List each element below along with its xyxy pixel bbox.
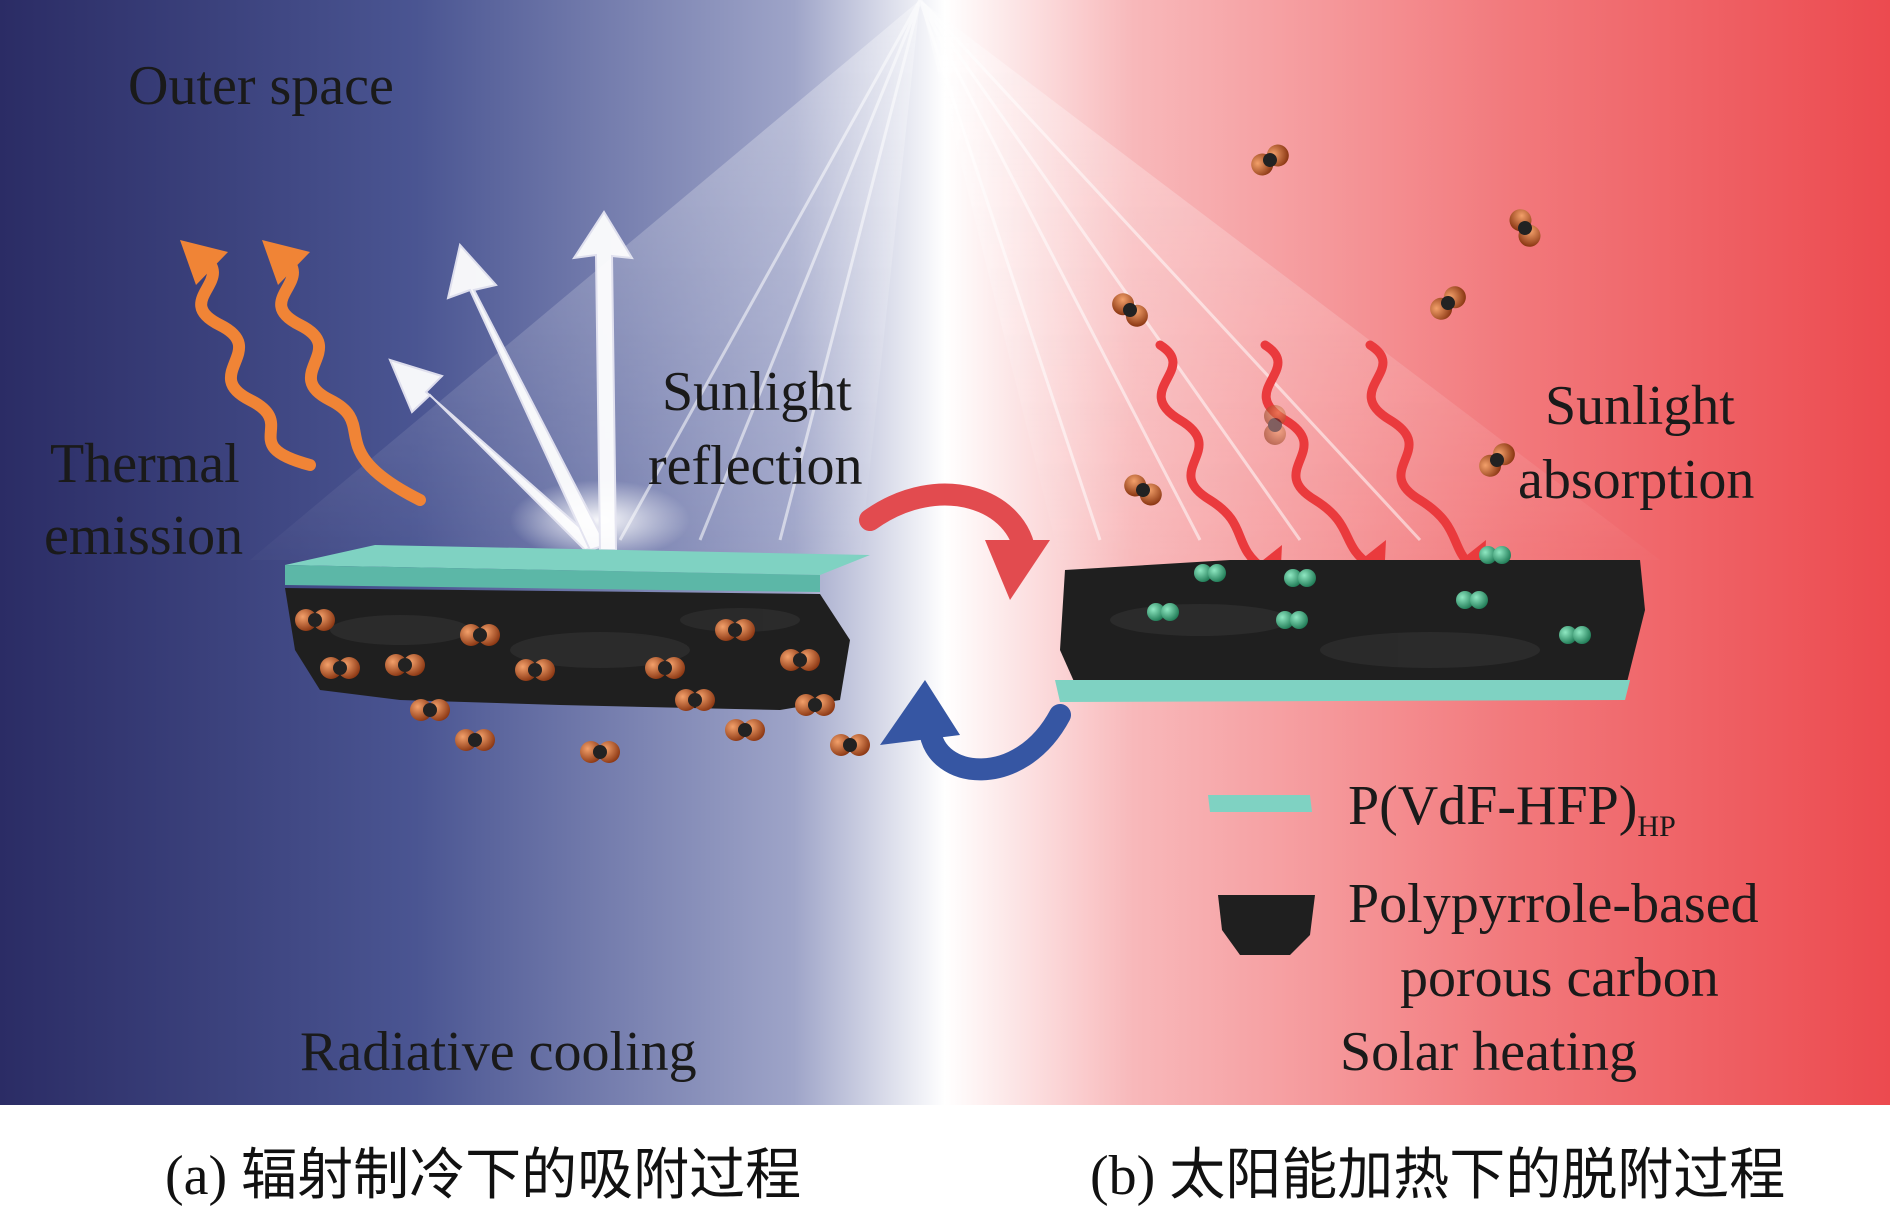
legend-film-icon [1208, 795, 1312, 812]
sunlight-absorption-label-1: Sunlight [1545, 375, 1735, 437]
legend-film-label: P(VdF-HFP)HP [1348, 775, 1676, 843]
caption-b: (b) 太阳能加热下的脱附过程 [1090, 1145, 1786, 1207]
thermal-emission-label-2: emission [44, 505, 244, 567]
sun-beams [250, 0, 1660, 560]
right-film [1055, 680, 1630, 702]
diagram-figure [0, 0, 1890, 1105]
cycle-blue-arrow [880, 680, 1071, 781]
thermal-emission-arrows [180, 240, 426, 506]
legend-carbon-label-1: Polypyrrole-based [1348, 873, 1759, 935]
solar-heating-label: Solar heating [1340, 1021, 1638, 1083]
radiative-cooling-label: Radiative cooling [300, 1021, 697, 1083]
sunlight-absorption-label-2: absorption [1518, 449, 1755, 511]
right-slab [1055, 560, 1645, 702]
legend-carbon-icon [1218, 895, 1315, 955]
left-slab [285, 545, 870, 710]
legend-carbon-label-2: porous carbon [1400, 947, 1719, 1009]
sunlight-reflection-label-1: Sunlight [662, 361, 852, 423]
left-film-top [285, 545, 870, 575]
cycle-red-arrow [859, 483, 1050, 600]
sunlight-reflection-label-2: reflection [648, 435, 863, 497]
caption-a: (a) 辐射制冷下的吸附过程 [165, 1145, 802, 1207]
outer-space-label: Outer space [128, 55, 394, 117]
reflection-arrows [388, 210, 690, 560]
thermal-emission-label-1: Thermal [50, 433, 240, 495]
right-carbon [1060, 560, 1645, 700]
